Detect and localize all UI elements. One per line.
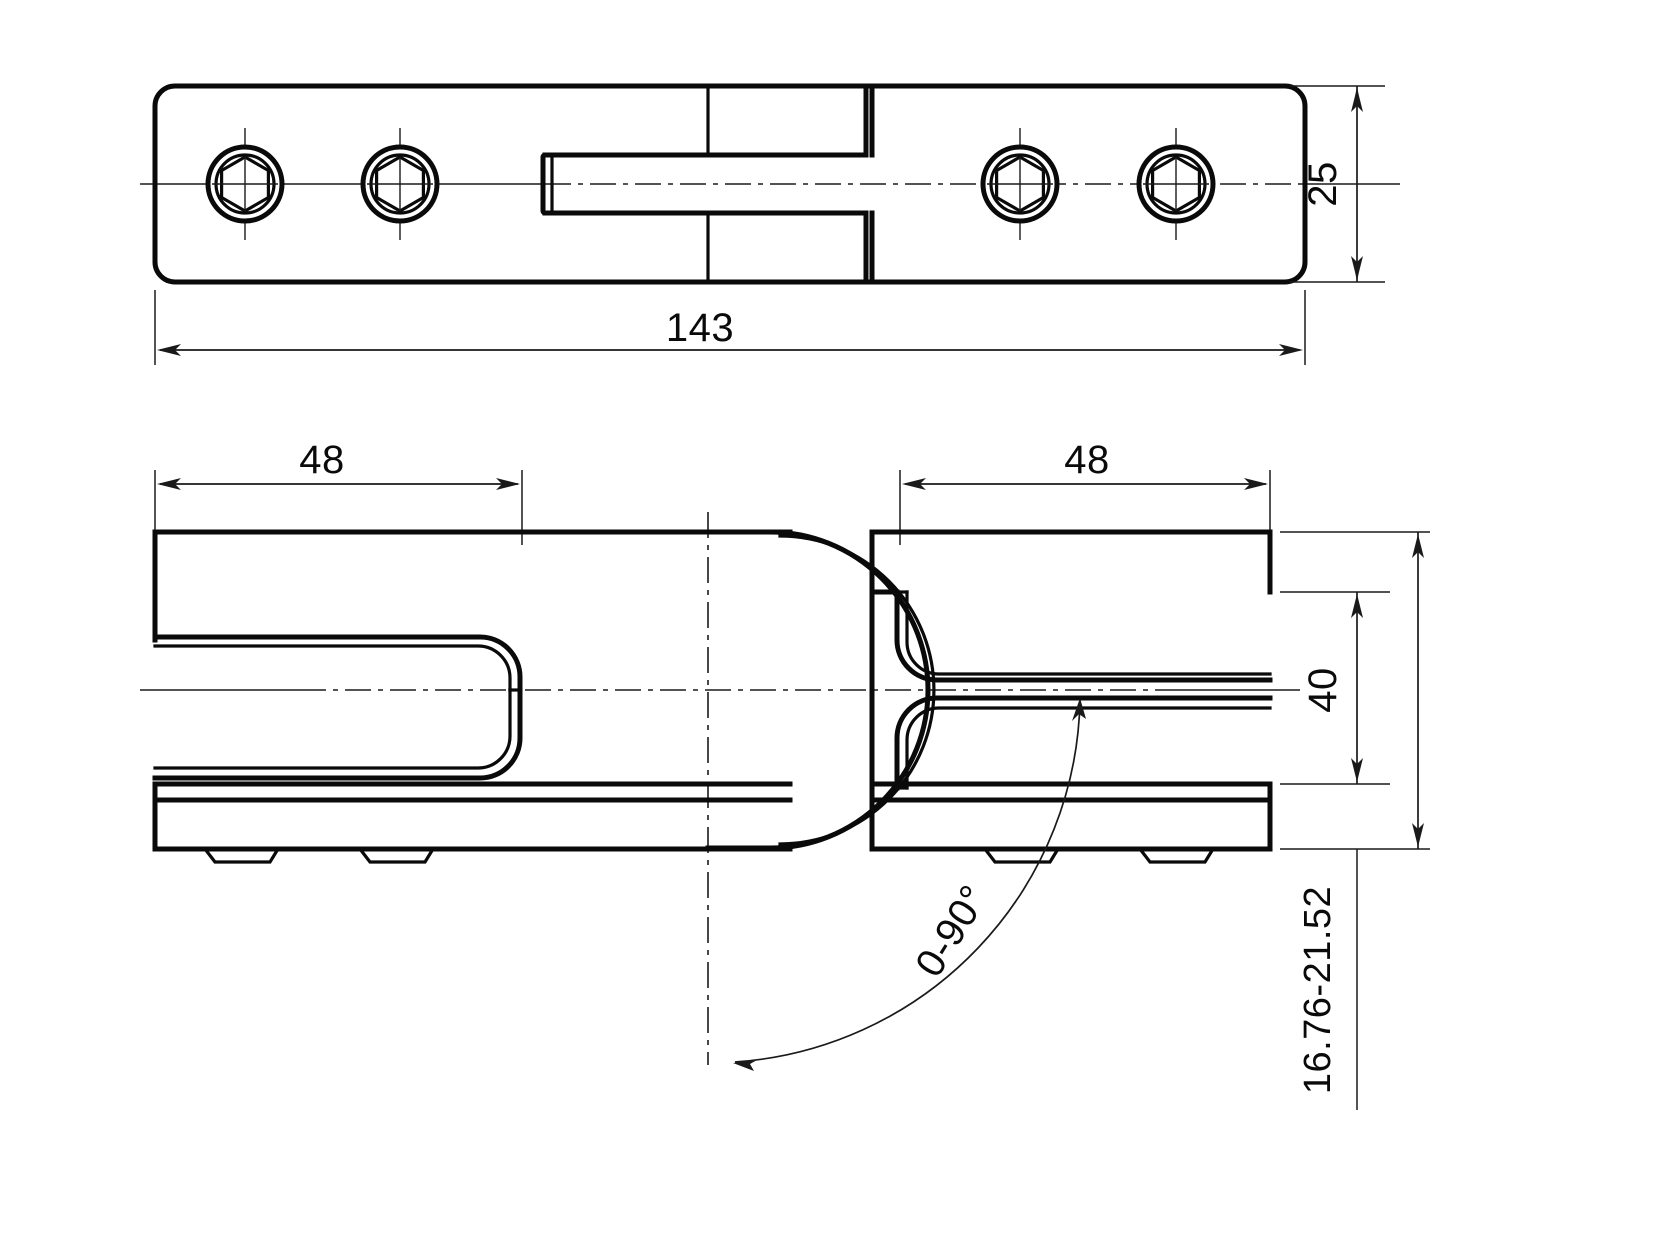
dimension-overall-length-label: 143 xyxy=(666,306,734,350)
dimension-glass-thickness-label: 16.76-21.52 xyxy=(1297,886,1339,1094)
top-view-tongue-left-end xyxy=(540,152,555,216)
left-leaf-channel-lower-outer xyxy=(152,687,523,781)
right-leaf-gasket-tab-2 xyxy=(1137,846,1216,864)
right-leaf-channel-lower-outer xyxy=(894,695,1273,791)
left-leaf-gasket-tab-2 xyxy=(357,846,436,864)
hex-socket-screw-3 xyxy=(980,128,1060,240)
top-view-upper-slot xyxy=(542,83,869,158)
side-view-right-leaf xyxy=(869,529,1273,864)
top-view-lower-slot xyxy=(542,210,869,285)
left-leaf-channel-upper-outer xyxy=(152,634,523,693)
side-view-hinge-knuckle xyxy=(705,529,936,851)
dimension-right-leaf-length-label: 48 xyxy=(1064,438,1110,482)
right-leaf-gasket-tab-1 xyxy=(982,846,1061,864)
right-leaf-channel-lower-inner xyxy=(905,706,1272,790)
top-view-plate-outline xyxy=(152,83,1308,285)
dimension-overall-length xyxy=(154,290,1306,365)
side-view-left-leaf xyxy=(152,529,793,864)
right-leaf-channel-upper-inner xyxy=(905,590,1272,676)
dimension-left-leaf-length xyxy=(154,470,523,545)
dimension-left-leaf-length-label: 48 xyxy=(299,438,345,482)
dimension-opening-angle-label: 0-90° xyxy=(907,878,997,985)
opening-angle-arc xyxy=(734,699,1081,1063)
top-view: 25 143 xyxy=(140,83,1400,365)
left-leaf-channel-lower-inner xyxy=(153,688,512,770)
dimension-overall-width-label: 25 xyxy=(1301,161,1345,207)
dimension-overall-width xyxy=(1290,85,1385,283)
dimension-overall-height-label: 40 xyxy=(1301,667,1345,713)
side-view: 48 48 xyxy=(140,438,1430,1110)
dimension-right-leaf-length xyxy=(899,470,1271,545)
hex-socket-screw-2 xyxy=(360,128,440,240)
dimension-overall-height-outer xyxy=(1280,531,1430,850)
hex-socket-screw-1 xyxy=(205,128,285,240)
left-leaf-channel-upper-inner xyxy=(153,644,512,692)
hex-socket-screw-4 xyxy=(1136,128,1216,240)
dimension-overall-height-inner xyxy=(1280,591,1390,785)
left-leaf-gasket-tab-1 xyxy=(202,846,281,864)
right-leaf-channel-upper-outer xyxy=(894,589,1273,683)
hinge-knuckle-arc-inner xyxy=(778,534,936,846)
dimension-opening-angle xyxy=(733,698,1086,1071)
